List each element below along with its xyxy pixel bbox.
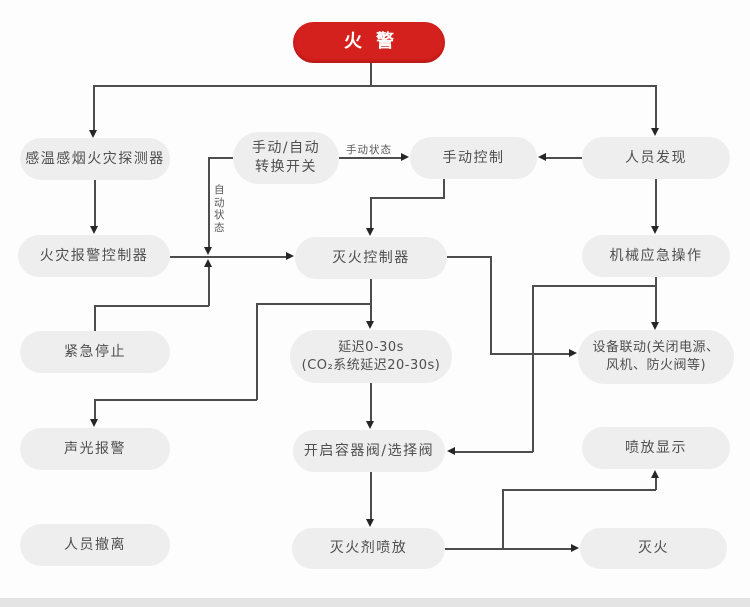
connector-line	[339, 157, 401, 159]
connector-line	[370, 197, 444, 199]
node-sound-light-alarm: 声光报警	[20, 428, 170, 470]
connector-line	[490, 256, 492, 354]
connector-line	[655, 179, 657, 226]
node-manual-control: 手动控制	[410, 137, 537, 179]
connector-line	[370, 472, 372, 519]
connector-line	[370, 383, 372, 421]
node-label: 开启容器阀/选择阀	[303, 442, 435, 459]
node-label: 灭火控制器	[332, 249, 410, 266]
arrowhead	[651, 226, 659, 234]
connector-line	[208, 267, 210, 306]
node-label: 火灾报警控制器	[39, 247, 149, 264]
connector-line	[655, 478, 657, 490]
node-label: 风机、防火阀等)	[605, 358, 707, 373]
arrowhead	[366, 421, 374, 429]
connector-line	[455, 451, 533, 453]
node-label: 延迟0-30s	[338, 339, 404, 355]
arrowhead	[204, 247, 212, 255]
node-fire-alarm: 火警	[293, 22, 445, 63]
node-label: 人员发现	[625, 149, 687, 166]
connector-line	[445, 548, 571, 550]
arrowhead	[571, 544, 579, 552]
arrowhead	[651, 322, 659, 330]
node-fire-detector: 感温感烟火灾探测器	[20, 138, 170, 180]
node-label: 灭火剂喷放	[329, 540, 408, 557]
connector-line	[170, 256, 286, 258]
node-delay: 延迟0-30s (CO₂系统延迟20-30s)	[290, 330, 452, 383]
arrowhead	[569, 349, 577, 357]
edge-label-auto-state: 自动状态	[214, 184, 225, 234]
node-discharge-display: 喷放显示	[582, 427, 730, 469]
connector-line	[256, 303, 258, 400]
node-equipment-linkage: 设备联动(关闭电源、 风机、防火阀等)	[578, 330, 734, 384]
connector-line	[208, 157, 210, 247]
node-label: 手动控制	[442, 149, 505, 166]
arrowhead	[651, 470, 659, 478]
arrowhead	[89, 130, 97, 138]
connector-line	[655, 277, 657, 322]
node-evacuation: 人员撤离	[20, 524, 170, 566]
connector-line	[447, 256, 492, 258]
node-label: 火警	[344, 31, 408, 53]
connector-line	[94, 399, 96, 419]
node-emergency-stop: 紧急停止	[20, 331, 170, 373]
arrowhead	[447, 447, 455, 455]
node-extinguish: 灭火	[580, 528, 727, 569]
node-label: 灭火	[638, 540, 669, 557]
connector-line	[208, 157, 233, 159]
connector-line	[370, 62, 372, 86]
connector-line	[655, 85, 657, 128]
arrowhead	[366, 321, 374, 329]
connector-line	[532, 285, 656, 287]
arrowhead	[90, 419, 98, 427]
connector-line	[502, 489, 504, 549]
connector-line	[532, 285, 534, 452]
node-agent-discharge: 灭火剂喷放	[292, 528, 445, 569]
arrowhead	[401, 153, 409, 161]
node-fire-alarm-controller: 火灾报警控制器	[18, 235, 170, 277]
arrowhead	[366, 228, 374, 236]
node-label: 喷放显示	[625, 439, 687, 456]
node-label: 感温感烟火灾探测器	[25, 150, 165, 167]
arrowhead	[90, 226, 98, 234]
connector-line	[94, 305, 96, 332]
node-label: 设备联动(关闭电源、	[592, 340, 720, 356]
arrowhead	[366, 519, 374, 527]
connector-line	[94, 305, 209, 307]
node-extinguishing-controller: 灭火控制器	[295, 237, 447, 279]
edge-label-manual-state: 手动状态	[346, 144, 392, 156]
node-label: 转换开关	[255, 159, 317, 175]
node-open-valve: 开启容器阀/选择阀	[293, 430, 445, 472]
node-label: 手动/自动	[251, 140, 321, 157]
connector-line	[94, 399, 257, 401]
connector-line	[94, 180, 96, 226]
arrowhead	[286, 252, 294, 260]
node-person-discovery: 人员发现	[582, 137, 730, 179]
connector-line	[502, 489, 656, 491]
connector-line	[443, 179, 445, 199]
connector-line	[370, 197, 372, 228]
connector-line	[93, 85, 95, 130]
page-bottom-strip	[0, 598, 750, 607]
node-label: 机械应急操作	[609, 247, 703, 264]
connector-line	[256, 303, 371, 305]
node-mechanical-emergency: 机械应急操作	[582, 235, 730, 277]
node-label: (CO₂系统延迟20-30s)	[301, 357, 441, 373]
node-label: 紧急停止	[64, 343, 126, 360]
node-label: 人员撤离	[64, 536, 126, 553]
connector-line	[370, 279, 372, 321]
connector-line	[490, 353, 569, 355]
arrowhead	[204, 259, 212, 267]
arrowhead	[651, 128, 659, 136]
connector-line	[93, 85, 656, 87]
node-manual-auto-switch: 手动/自动 转换开关	[233, 132, 339, 184]
node-label: 声光报警	[64, 440, 126, 457]
connector-line	[546, 157, 582, 159]
arrowhead	[538, 153, 546, 161]
